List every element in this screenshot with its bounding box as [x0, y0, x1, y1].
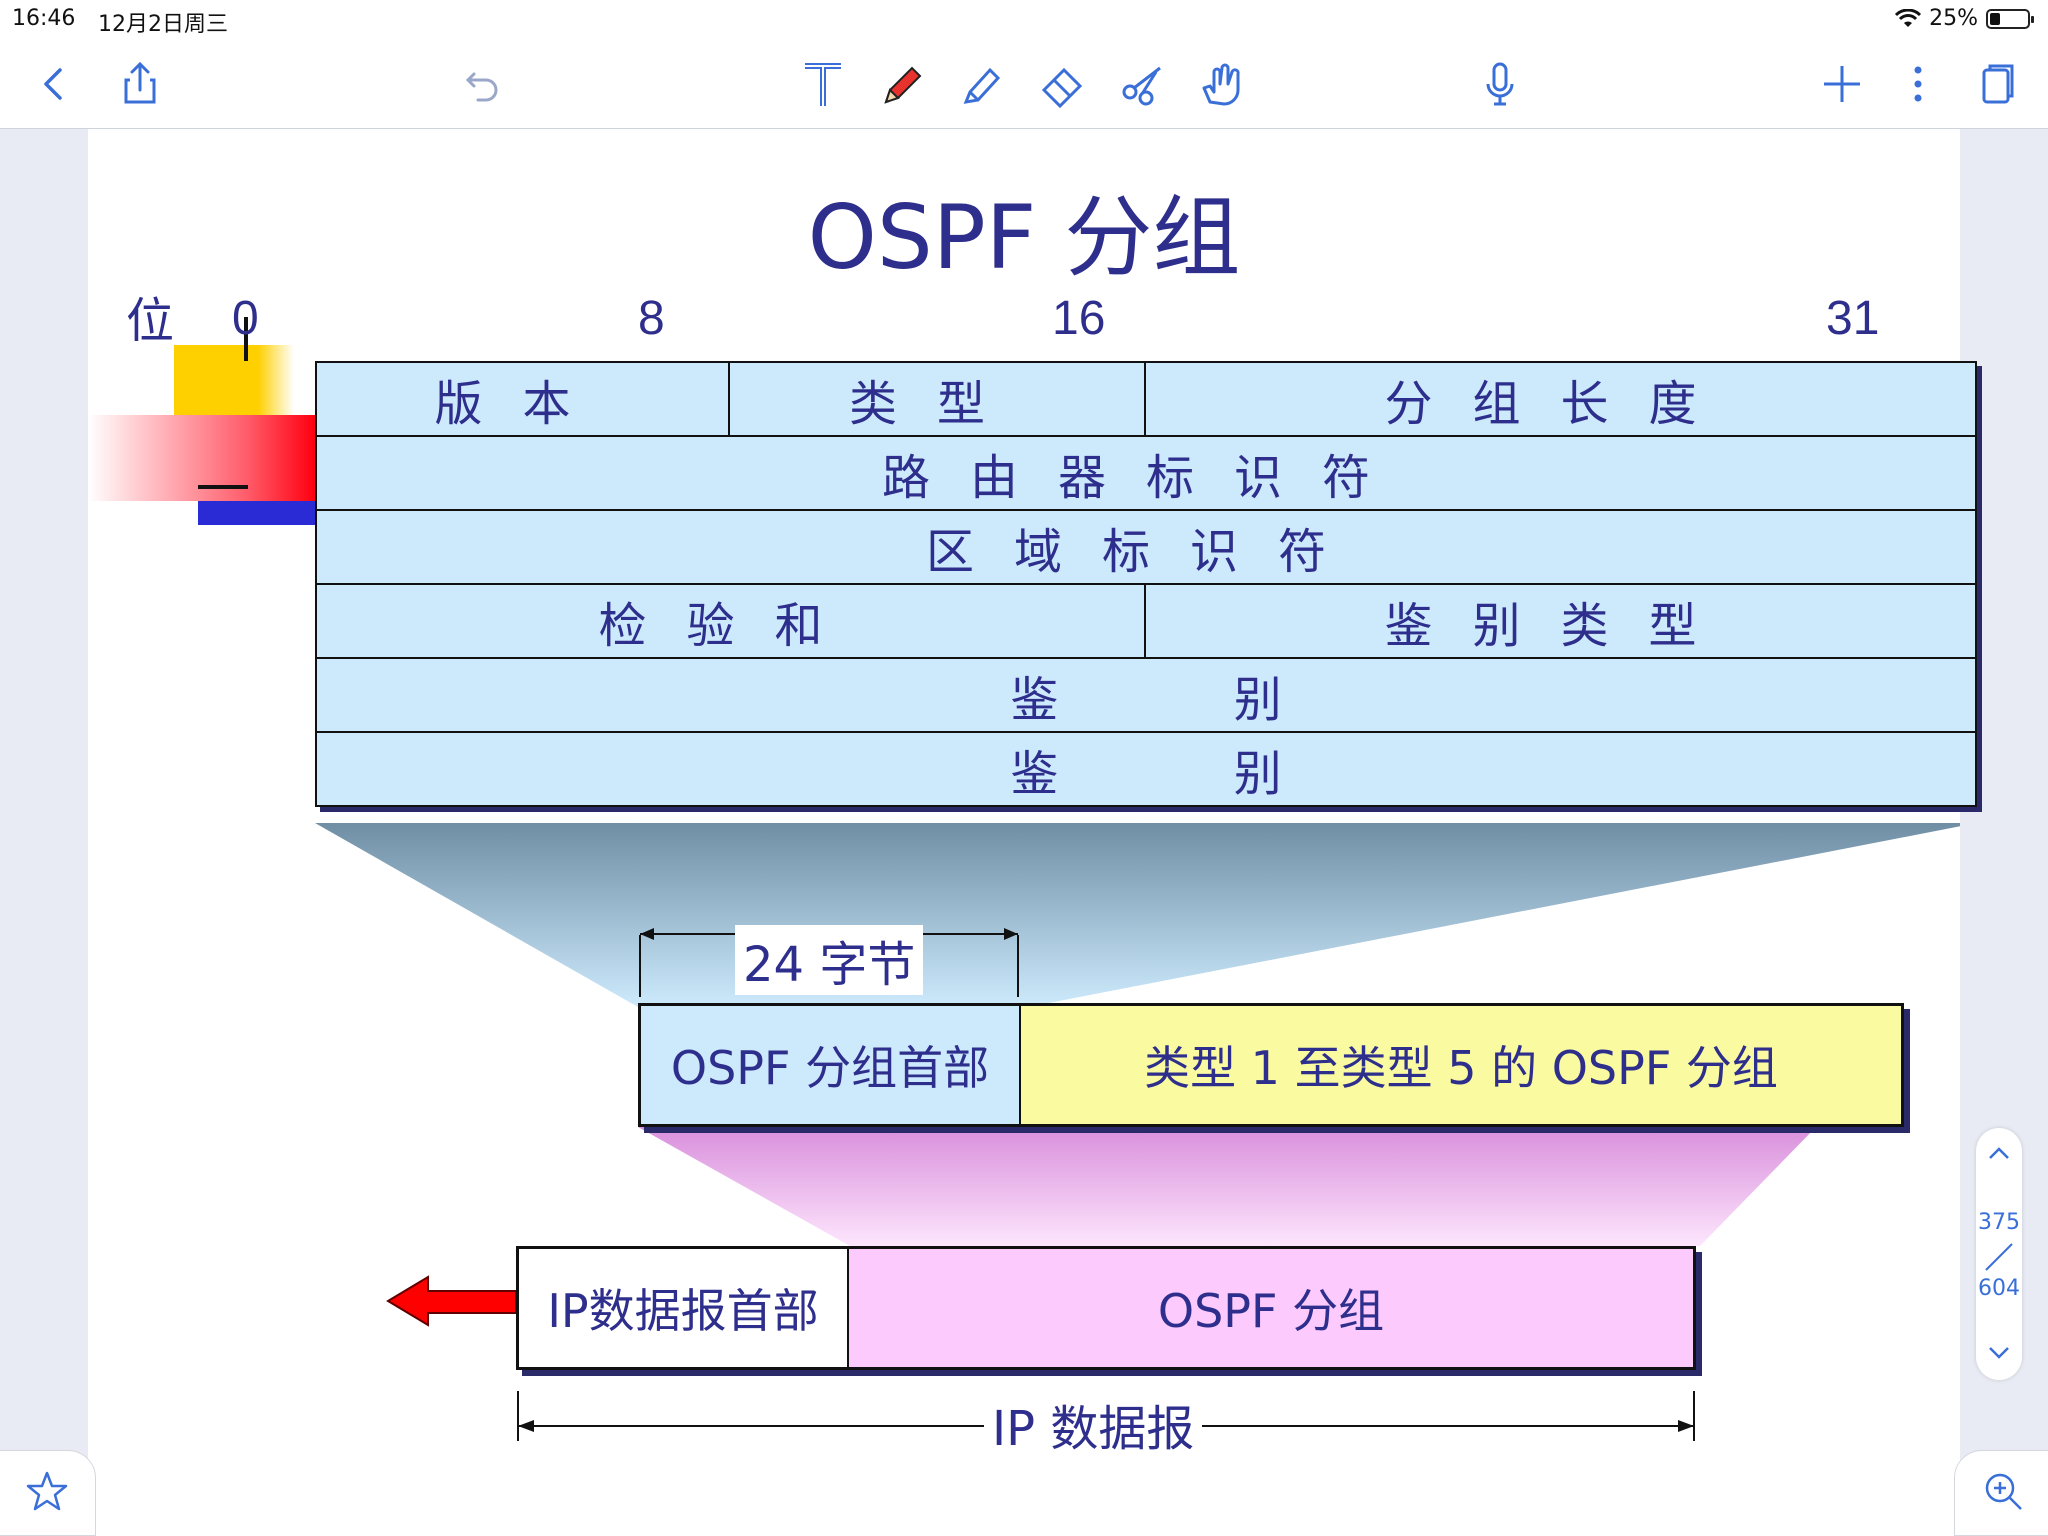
- ip-body-cell: OSPF 分组: [849, 1249, 1693, 1367]
- undo-icon[interactable]: [452, 54, 512, 114]
- header-row: 路由器标识符: [315, 435, 1977, 511]
- mic-icon[interactable]: [1470, 54, 1530, 114]
- red-arrow-icon: [386, 1275, 517, 1327]
- field-packet-length: 分组长度: [1144, 361, 1977, 437]
- ospf-packet-box: OSPF 分组首部 类型 1 至类型 5 的 OSPF 分组: [638, 1003, 1904, 1127]
- ip-datagram-box: IP数据报首部 OSPF 分组: [516, 1246, 1696, 1370]
- ip-datagram-label: IP 数据报: [984, 1389, 1203, 1459]
- status-right: 25%: [1895, 6, 2034, 31]
- arrowhead: [1004, 928, 1018, 940]
- header-row: 检验和 鉴别类型: [315, 583, 1977, 659]
- field-router-id: 路由器标识符: [315, 435, 1977, 511]
- funnel-lower: [638, 1127, 1816, 1246]
- field-type: 类型: [728, 361, 1146, 437]
- page-navigator: 375 604: [1976, 1128, 2022, 1380]
- highlighter-icon[interactable]: [952, 54, 1012, 114]
- page-down-icon[interactable]: [1976, 1338, 2022, 1374]
- bit-31: 31: [1826, 292, 1880, 345]
- hand-icon[interactable]: [1190, 54, 1250, 114]
- header-row: 鉴 别: [315, 657, 1977, 733]
- decor-blue: [198, 501, 315, 525]
- bit-zero-tick: [244, 317, 248, 361]
- battery-icon: [1986, 8, 2034, 29]
- page-up-icon[interactable]: [1976, 1138, 2022, 1174]
- field-checksum: 检验和: [315, 583, 1146, 659]
- funnel-upper: [315, 823, 1960, 1007]
- more-icon[interactable]: [1888, 54, 1948, 114]
- header-row: 区域标识符: [315, 509, 1977, 585]
- star-icon: [26, 1471, 68, 1511]
- eraser-icon[interactable]: [1032, 54, 1092, 114]
- ip-header-cell: IP数据报首部: [519, 1249, 849, 1367]
- header-row: 鉴 别: [315, 731, 1977, 807]
- decor-line: [198, 485, 248, 489]
- ospf-header-cell: OSPF 分组首部: [641, 1006, 1021, 1124]
- share-icon[interactable]: [110, 54, 170, 114]
- field-area-id: 区域标识符: [315, 509, 1977, 585]
- battery-percent: 25%: [1929, 6, 1978, 31]
- status-time: 16:46: [12, 6, 76, 31]
- ospf-body-cell: 类型 1 至类型 5 的 OSPF 分组: [1021, 1006, 1901, 1124]
- pen-icon[interactable]: [872, 54, 932, 114]
- header-row: 版本 类型 分组长度: [315, 361, 1977, 437]
- document-page: OSPF 分组 位 0 8 16 31 版本 类型 分组长度 路由器标识符 区域…: [88, 129, 1977, 1536]
- pages-icon[interactable]: [1966, 54, 2026, 114]
- back-icon[interactable]: [24, 54, 84, 114]
- arrowhead: [518, 1420, 534, 1432]
- ospf-header-format: 版本 类型 分组长度 路由器标识符 区域标识符 检验和 鉴别类型 鉴 别 鉴 别: [315, 361, 1977, 807]
- toolbar: [0, 40, 2048, 129]
- favorite-button[interactable]: [0, 1450, 96, 1536]
- field-auth-type: 鉴别类型: [1144, 583, 1977, 659]
- funnel-graphics: [315, 823, 1960, 1441]
- bit-0: 0: [232, 292, 259, 345]
- text-tool-icon[interactable]: [793, 54, 853, 114]
- arrowhead: [1678, 1420, 1694, 1432]
- bit-8: 8: [638, 292, 665, 345]
- scissors-icon[interactable]: [1112, 54, 1172, 114]
- zoom-in-icon: [1985, 1473, 2022, 1510]
- zoom-button[interactable]: [1954, 1450, 2048, 1536]
- wifi-icon: [1895, 8, 1922, 27]
- header-size-label: 24 字节: [735, 925, 924, 995]
- slide-title: OSPF 分组: [807, 186, 1241, 289]
- arrowhead: [640, 928, 654, 940]
- bit-label: 位: [126, 295, 175, 348]
- bit-16: 16: [1052, 292, 1106, 345]
- status-date: 12月2日周三: [98, 12, 228, 37]
- field-authentication-2: 鉴 别: [315, 731, 1977, 807]
- page-current: 375: [1978, 1210, 2020, 1235]
- field-authentication-1: 鉴 别: [315, 657, 1977, 733]
- page-divider: [1985, 1243, 2013, 1271]
- page-total: 604: [1978, 1276, 2020, 1301]
- add-icon[interactable]: [1812, 54, 1872, 114]
- status-bar: 16:46 12月2日周三 25%: [0, 0, 2048, 40]
- field-version: 版本: [315, 361, 730, 437]
- decor-yellow: [174, 345, 294, 415]
